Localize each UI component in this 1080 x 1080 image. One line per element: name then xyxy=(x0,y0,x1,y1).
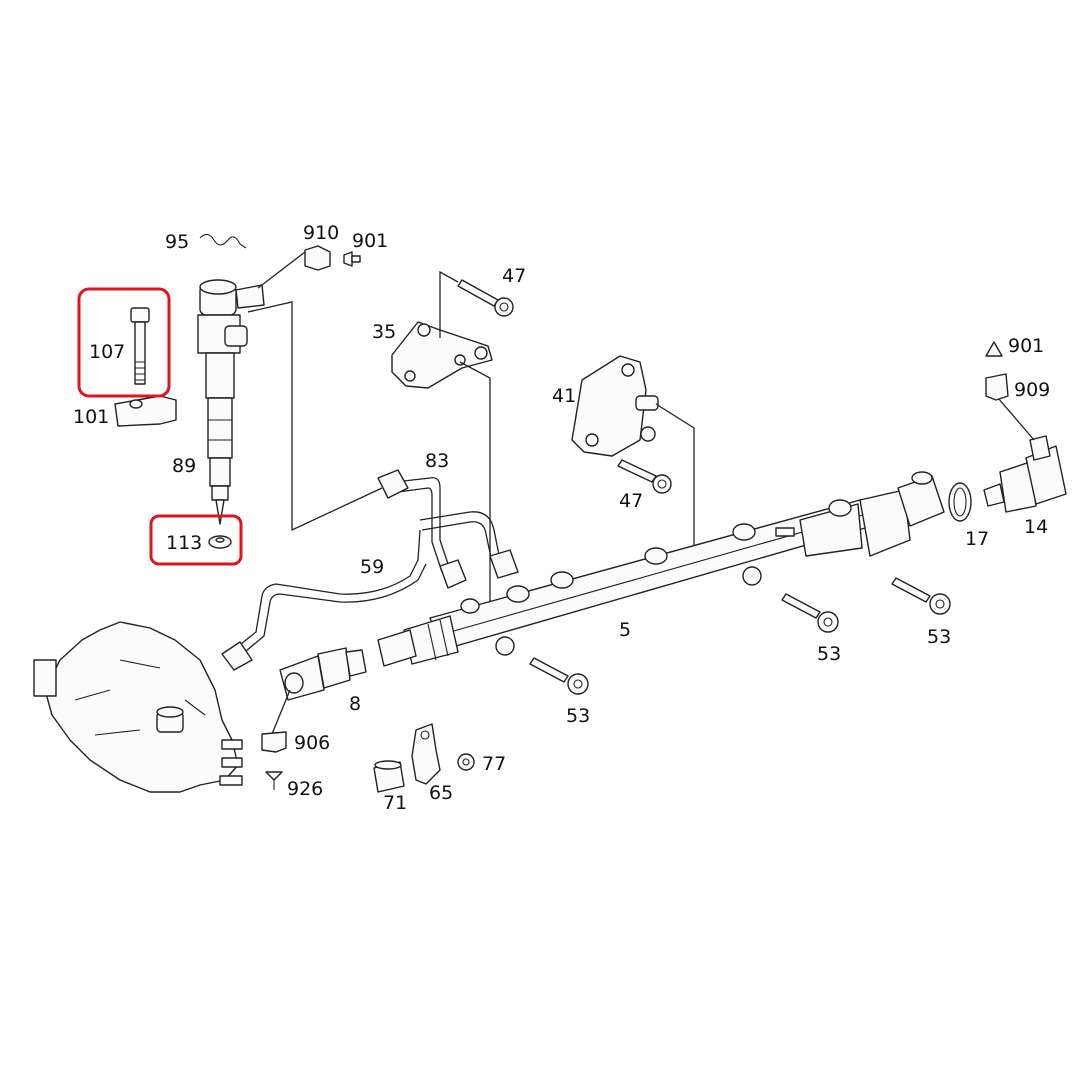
label-14: 14 xyxy=(1024,516,1048,538)
pipe-83 xyxy=(377,469,519,589)
label-47-top: 47 xyxy=(502,265,526,287)
leader-35-to-rail xyxy=(459,361,491,608)
connector-71 xyxy=(373,760,405,793)
label-53-a: 53 xyxy=(817,643,841,665)
label-71: 71 xyxy=(383,792,407,814)
holder-65 xyxy=(411,723,441,785)
label-35: 35 xyxy=(372,321,396,343)
bracket-41 xyxy=(571,355,659,457)
label-47-mid: 47 xyxy=(619,490,643,512)
screw-77 xyxy=(457,753,475,771)
label-77: 77 xyxy=(482,753,506,775)
bolt-107 xyxy=(130,307,150,385)
bolt-53-b xyxy=(891,577,951,615)
label-901-top: 901 xyxy=(352,230,388,252)
label-113: 113 xyxy=(166,532,202,554)
fuel-rail xyxy=(377,471,945,667)
plug-910 xyxy=(304,245,331,271)
highlight-box-107 xyxy=(77,287,171,398)
label-5: 5 xyxy=(619,619,631,641)
pipe-59 xyxy=(221,529,427,671)
washer-113 xyxy=(208,535,232,549)
leader-89-to-910 xyxy=(257,251,306,289)
label-65: 65 xyxy=(429,782,453,804)
rail-ports xyxy=(460,499,852,614)
part-labels: 95 910 901 47 35 107 101 89 113 83 41 47… xyxy=(73,222,1050,814)
label-83: 83 xyxy=(425,450,449,472)
clamp-101 xyxy=(114,395,177,427)
leader-injector-to-pipe-83 xyxy=(247,301,383,532)
label-41: 41 xyxy=(552,385,576,407)
o-ring-17 xyxy=(948,482,972,522)
label-101: 101 xyxy=(73,406,109,428)
label-8: 8 xyxy=(349,693,361,715)
highlight-box-113 xyxy=(149,514,243,566)
plug-909 xyxy=(985,373,1009,401)
bolt-53-c xyxy=(529,657,589,695)
bolt-53-a xyxy=(781,593,839,633)
injector xyxy=(197,279,265,525)
label-17: 17 xyxy=(965,528,989,550)
leader-909 xyxy=(997,397,1035,441)
label-53-b: 53 xyxy=(927,626,951,648)
clip-95 xyxy=(199,233,247,249)
label-107: 107 xyxy=(89,341,125,363)
seal-901-top xyxy=(343,251,361,267)
label-906: 906 xyxy=(294,732,330,754)
plug-906 xyxy=(261,731,287,753)
bolt-47-top xyxy=(457,279,514,317)
bracket-35 xyxy=(391,321,493,389)
high-pressure-pump xyxy=(33,621,243,793)
cap-901-right xyxy=(985,341,1003,357)
leader-35 xyxy=(439,270,459,338)
label-910: 910 xyxy=(303,222,339,244)
cap-926 xyxy=(265,771,283,790)
bolt-47-mid xyxy=(617,459,672,494)
label-95: 95 xyxy=(165,231,189,253)
leader-906 xyxy=(271,689,291,735)
label-926: 926 xyxy=(287,778,323,800)
label-59: 59 xyxy=(360,556,384,578)
sensor-8 xyxy=(279,647,367,701)
label-901-right: 901 xyxy=(1008,335,1044,357)
label-909: 909 xyxy=(1014,379,1050,401)
label-89: 89 xyxy=(172,455,196,477)
pressure-regulator-14 xyxy=(983,435,1067,513)
leader-41 xyxy=(655,403,695,548)
label-53-c: 53 xyxy=(566,705,590,727)
